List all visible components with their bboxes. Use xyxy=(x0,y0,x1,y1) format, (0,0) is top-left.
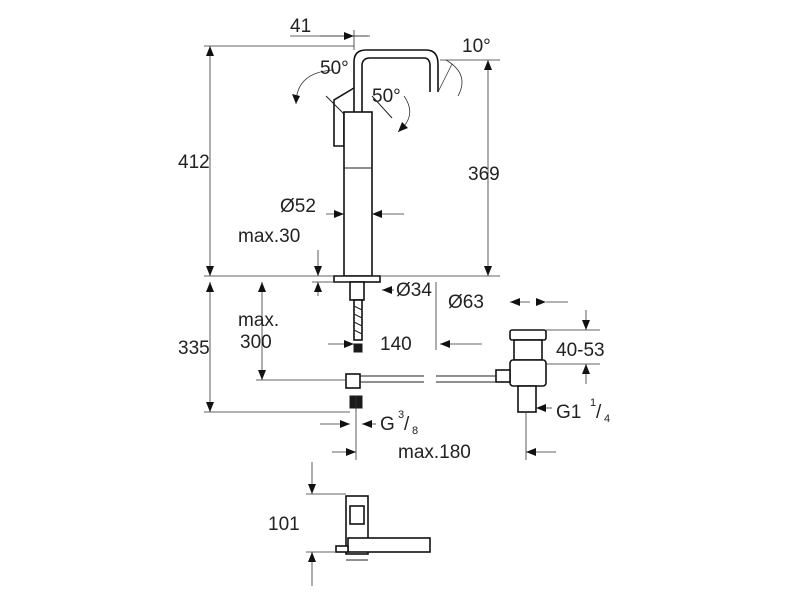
dim-waste-thread: G1 xyxy=(556,402,581,423)
dim-waste-distance: 140 xyxy=(380,334,412,355)
dim-body-diameter: Ø52 xyxy=(280,196,316,217)
dimension-lines xyxy=(204,30,600,586)
dim-connection-slash: / xyxy=(404,414,410,435)
dim-lever-height: 101 xyxy=(268,514,300,535)
dim-total-height: 412 xyxy=(178,152,210,173)
dim-waste-diameter: Ø63 xyxy=(448,292,484,313)
dim-swivel-right: 50° xyxy=(372,86,401,107)
dim-waste-slash: / xyxy=(596,402,602,423)
dim-connection-num: 3 xyxy=(398,409,404,421)
lever-detail xyxy=(335,495,431,561)
waste-drain xyxy=(360,329,547,413)
dim-waste-num: 1 xyxy=(590,397,596,409)
dim-waste-range: 40-53 xyxy=(556,340,605,361)
dim-spout-height: 369 xyxy=(468,164,500,185)
dim-below-height: 300 xyxy=(240,332,272,353)
faucet-body xyxy=(325,49,439,409)
dimension-labels: 41 50° 50° 10° 412 369 Ø52 max.30 Ø34 Ø6… xyxy=(178,16,610,535)
dim-waste-den: 4 xyxy=(604,413,610,425)
dim-spout-angle: 10° xyxy=(462,36,491,57)
dim-connection-g: G xyxy=(380,414,395,435)
dim-spout-offset: 41 xyxy=(290,16,311,37)
dim-connection-den: 8 xyxy=(412,425,418,437)
dim-max-deck: max.30 xyxy=(238,226,300,247)
dim-lower-height: 335 xyxy=(178,338,210,359)
dim-max-label: max. xyxy=(238,310,279,331)
dim-swivel-left: 50° xyxy=(320,58,349,79)
dim-hole-diameter: Ø34 xyxy=(396,280,432,301)
dim-max-reach: max.180 xyxy=(398,442,471,463)
